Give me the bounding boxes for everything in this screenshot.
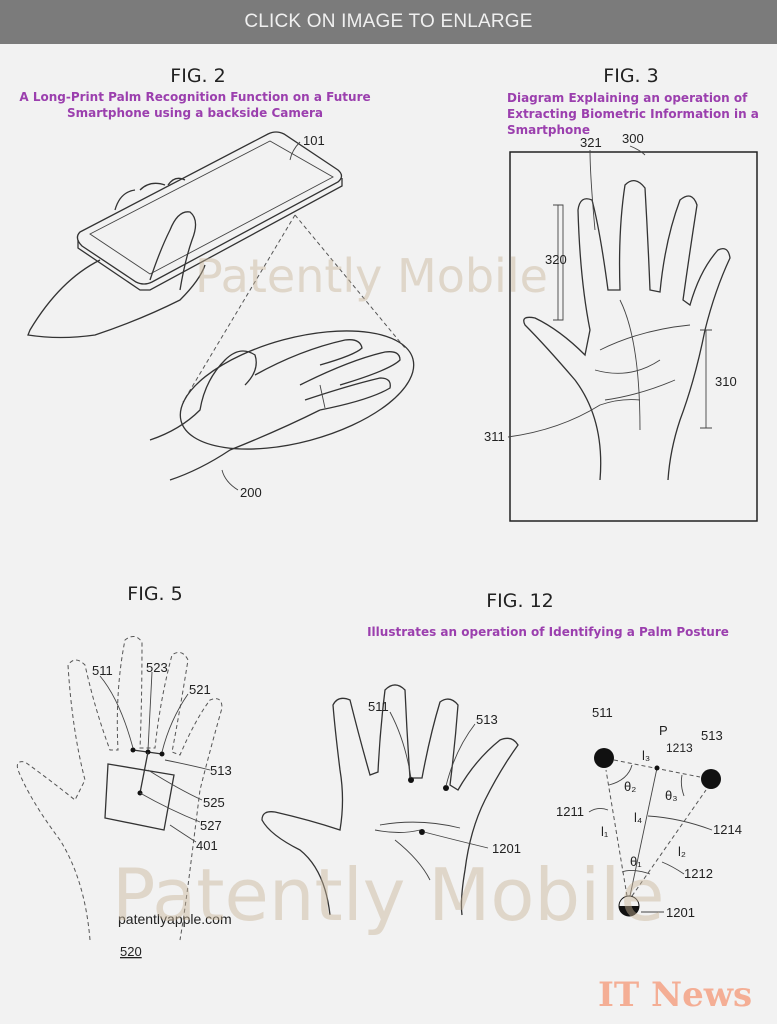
fig12-hand-label-1201: 1201 (492, 841, 521, 856)
watermark-patently-mobile-bottom: Patently Mobile (112, 853, 664, 937)
phone-drawing (76, 131, 343, 291)
diagram-label-p: P (659, 723, 668, 738)
sensor-square (104, 763, 175, 831)
fig5: FIG. 5 511 523 521 513 525 527 401 paten… (16, 583, 232, 959)
label-321: 321 (580, 135, 602, 150)
upper-hand-drawing (27, 177, 206, 339)
fig3-caption-line1: Diagram Explaining an operation of (507, 91, 748, 105)
label-300: 300 (622, 131, 644, 146)
lower-hand-drawing (149, 339, 401, 481)
diagram-label-i4: l₄ (634, 810, 642, 825)
diagram-label-513: 513 (701, 728, 723, 743)
label-310: 310 (715, 374, 737, 389)
label-200: 200 (240, 485, 262, 500)
label-320: 320 (545, 252, 567, 267)
itnews-logo: IT News (598, 975, 752, 1015)
fig12-hand-outline (261, 684, 519, 916)
fig3-hand-outline (523, 180, 731, 481)
source-credit: patentlyapple.com (118, 911, 232, 927)
fig12-hand-label-513: 513 (476, 712, 498, 727)
label-101: 101 (303, 133, 325, 148)
fig5-label-521: 521 (189, 682, 211, 697)
fig2-caption-line1: A Long-Print Palm Recognition Function o… (19, 90, 370, 104)
fig5-label-523: 523 (146, 660, 168, 675)
fig5-label-520: 520 (120, 944, 142, 959)
diagram-label-t2: θ₂ (624, 779, 636, 794)
fig2-caption-line2: Smartphone using a backside Camera (67, 106, 323, 120)
watermark-patently-mobile-top: Patently Mobile (195, 249, 548, 303)
fig12: FIG. 12 Illustrates an operation of Iden… (261, 590, 742, 920)
diagram-label-1212: 1212 (684, 866, 713, 881)
diagram-label-1211: 1211 (556, 804, 584, 819)
fig2-title: FIG. 2 (170, 65, 225, 87)
diagram-label-i3: l₃ (642, 748, 650, 763)
fig3: FIG. 3 Diagram Explaining an operation o… (484, 65, 759, 522)
fig5-label-525: 525 (203, 795, 225, 810)
point-513 (701, 769, 721, 789)
point-511 (594, 748, 614, 768)
diagram-label-1213: 1213 (666, 741, 693, 755)
diagram-label-1201: 1201 (666, 905, 695, 920)
palm-posture-diagram: 511 P 513 1213 l₃ θ₂ θ₃ 1211 l₄ 1214 l₁ … (556, 705, 742, 920)
click-to-enlarge-banner[interactable]: CLICK ON IMAGE TO ENLARGE (0, 0, 777, 44)
fig3-caption-line3: Smartphone (507, 123, 590, 137)
diagram-label-t3: θ₃ (665, 788, 678, 803)
diagram-label-t1: θ₁ (630, 854, 642, 869)
fig12-caption: Illustrates an operation of Identifying … (367, 625, 729, 639)
diagram-label-511: 511 (592, 705, 613, 720)
fig3-caption-line2: Extracting Biometric Information in a (507, 107, 759, 121)
camera-view-ellipse (179, 330, 415, 450)
fig5-label-513: 513 (210, 763, 232, 778)
fig12-hand-label-511: 511 (368, 699, 389, 714)
diagram-label-1214: 1214 (713, 822, 742, 837)
fig5-label-527: 527 (200, 818, 222, 833)
fig2: FIG. 2 A Long-Print Palm Recognition Fun… (19, 65, 415, 500)
fig5-label-401: 401 (196, 838, 218, 853)
diagram-label-i1: l₁ (601, 824, 609, 839)
fig3-frame (509, 151, 758, 522)
point-1201 (619, 906, 639, 916)
fig12-title: FIG. 12 (486, 590, 554, 612)
fig5-label-511: 511 (92, 663, 113, 678)
fig3-title: FIG. 3 (603, 65, 658, 87)
diagram-label-i2: l₂ (678, 844, 686, 859)
fig5-title: FIG. 5 (127, 583, 182, 605)
label-311: 311 (484, 429, 505, 444)
